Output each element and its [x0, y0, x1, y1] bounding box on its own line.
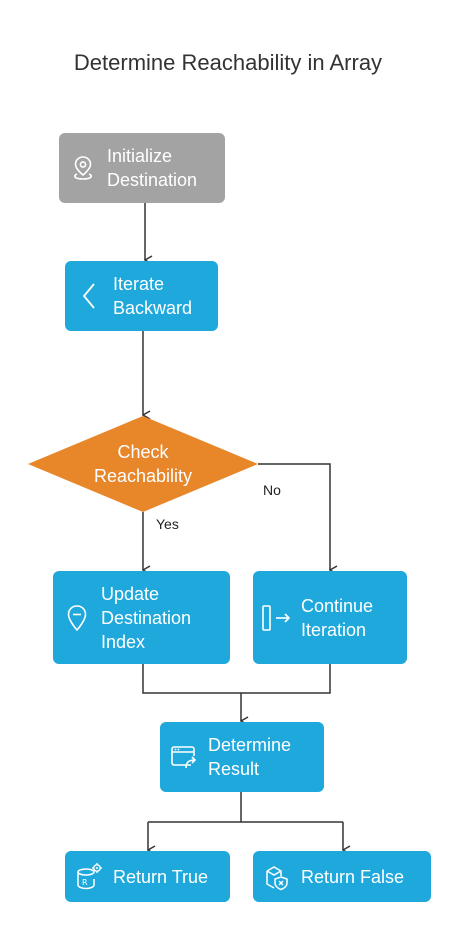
iterate-backward-node: Iterate Backward [65, 261, 218, 331]
determine-result-node: Determine Result [160, 722, 324, 792]
update-destination-index-node: Update Destination Index [53, 571, 230, 664]
return-false-node: Return False [253, 851, 431, 902]
edge-label-no: No [263, 482, 281, 498]
initialize-destination-node: Initialize Destination [59, 133, 225, 203]
database-gear-icon: R [65, 862, 113, 892]
edge-label-yes: Yes [156, 516, 179, 532]
return-true-label: Return True [113, 866, 209, 887]
continue-iteration-label: Continue Iteration [301, 595, 374, 640]
iterate-backward-label: Iterate Backward [113, 274, 193, 318]
location-pin-icon [59, 154, 107, 182]
bracket-arrow-icon [253, 603, 301, 633]
continue-iteration-node: Continue Iteration [253, 571, 407, 664]
browser-window-arrow-icon [160, 743, 208, 771]
svg-text:R: R [82, 878, 88, 887]
edge-determine-split [148, 792, 343, 823]
update-destination-index-label: Update Destination Index [101, 583, 192, 652]
determine-result-label: Determine Result [208, 735, 292, 779]
check-reachability-diamond [28, 416, 258, 512]
location-marker-icon [53, 603, 101, 633]
edge-check-continue [258, 463, 330, 570]
diagram-title: Determine Reachability in Array [73, 50, 383, 75]
initialize-destination-label: Initialize Destination [107, 146, 198, 190]
box-shield-x-icon [253, 862, 301, 892]
return-true-node: R Return True [65, 851, 230, 902]
check-reachability-label: Check Reachability [93, 442, 193, 486]
return-false-label: Return False [301, 866, 405, 887]
chevron-left-icon [65, 281, 113, 311]
edge-merge [142, 664, 331, 694]
